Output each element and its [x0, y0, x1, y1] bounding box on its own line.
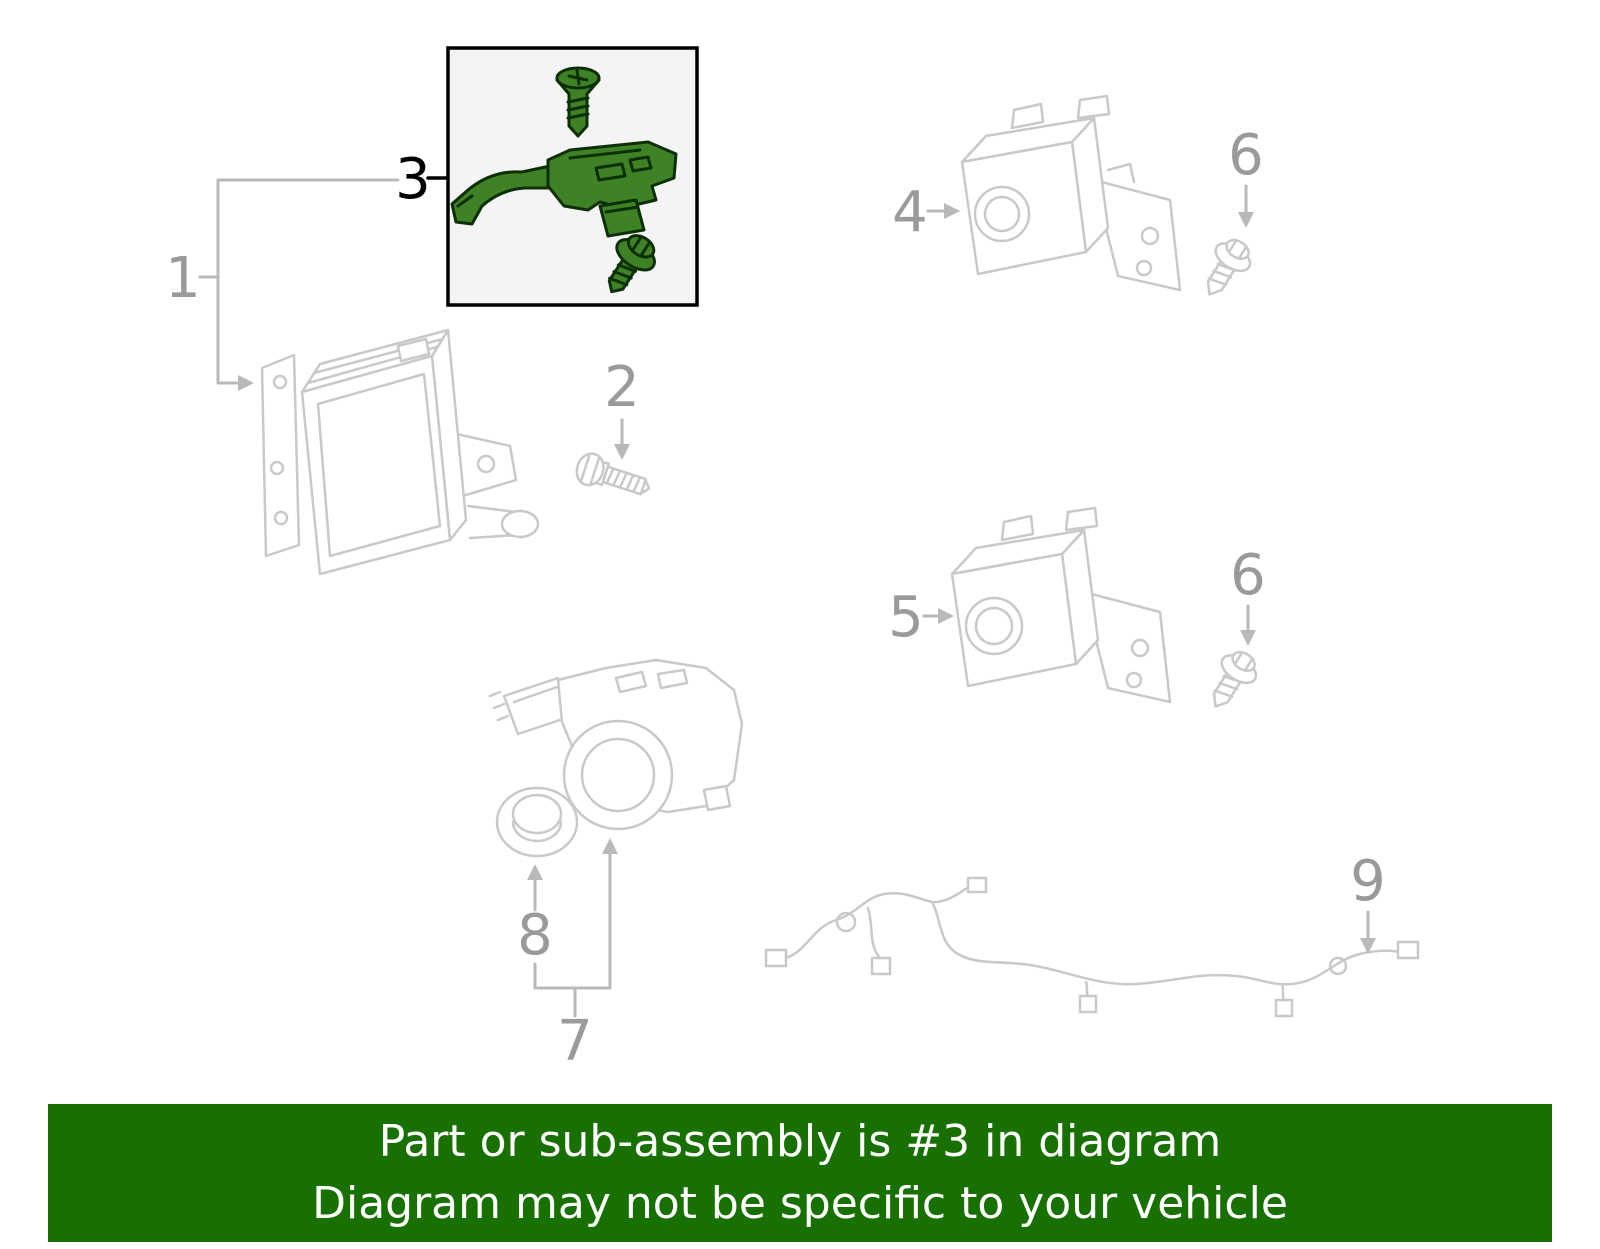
leader-part-2: [614, 418, 630, 460]
callout-6-lower: 6: [1230, 543, 1266, 608]
harness-connector: [870, 956, 892, 976]
callout-8: 8: [517, 903, 553, 968]
leader-part-6-lower: [1240, 604, 1256, 646]
arrow-to-part-6-upper: [1238, 212, 1254, 228]
arrow-to-part-4: [944, 203, 960, 219]
part-4-sensor-bracket: [960, 94, 1182, 292]
harness-trunk: [930, 900, 1402, 986]
callout-1: 1: [165, 246, 201, 311]
part3-screw: [555, 66, 601, 138]
part7-snout-inner: [580, 737, 656, 813]
arrow-to-part-7: [602, 838, 618, 854]
part3-bolt: [607, 234, 656, 294]
banner-line-1: Part or sub-assembly is #3 in diagram: [378, 1115, 1222, 1167]
callout-2: 2: [604, 355, 640, 420]
callout-4: 4: [892, 180, 928, 245]
arrow-to-part-1: [238, 375, 254, 391]
part-6-screw-lower: [1198, 643, 1266, 718]
part5-bracket-plate: [1082, 590, 1172, 704]
banner-line-2: Diagram may not be specific to your vehi…: [312, 1178, 1288, 1229]
arrow-to-part-5: [938, 608, 954, 624]
part3-bracket-flange: [598, 198, 646, 238]
leader-part-1: [198, 178, 400, 391]
arrow-to-part-2: [614, 444, 630, 460]
part-6-screw-upper: [1192, 231, 1260, 306]
part5-lens: [964, 596, 1024, 656]
harness-connector: [1078, 994, 1098, 1014]
part4-lens: [973, 185, 1031, 243]
part-5-sensor-bracket: [950, 506, 1172, 704]
callout-3-highlighted: 3: [395, 147, 431, 212]
part1-front-face: [300, 354, 452, 576]
leader-parts-7-8: [527, 838, 618, 1018]
leader-part-4: [926, 203, 960, 219]
leader-part-6-upper: [1238, 184, 1254, 228]
callout-6-upper: 6: [1228, 123, 1264, 188]
arrow-to-part-6-lower: [1240, 630, 1256, 646]
harness-connector: [1396, 940, 1420, 960]
harness-connector: [764, 948, 788, 968]
part-1-radar-sensor-assembly: [260, 328, 540, 576]
part-7-parking-sensor: [488, 658, 744, 831]
callout-7: 7: [557, 1009, 593, 1074]
part-2-bolt: [575, 452, 651, 496]
notice-banner: Part or sub-assembly is #3 in diagram Di…: [48, 1104, 1552, 1242]
harness-connector: [1274, 998, 1294, 1018]
part-8-retainer-grommet: [495, 786, 579, 858]
arrow-to-part-9: [1360, 938, 1376, 954]
part-9-wire-harness: [764, 876, 1420, 1018]
part1-left-bracket: [260, 353, 301, 558]
callout-5: 5: [888, 585, 924, 650]
part-3-bracket-highlighted: [450, 66, 678, 294]
callout-9: 9: [1350, 849, 1386, 914]
leader-part-9: [1360, 910, 1376, 954]
harness-connector: [966, 876, 988, 894]
part4-bracket-plate: [1092, 178, 1182, 292]
leader-part-5: [922, 608, 954, 624]
part1-connector-cylinder: [500, 509, 540, 539]
arrow-to-part-8: [527, 864, 543, 880]
